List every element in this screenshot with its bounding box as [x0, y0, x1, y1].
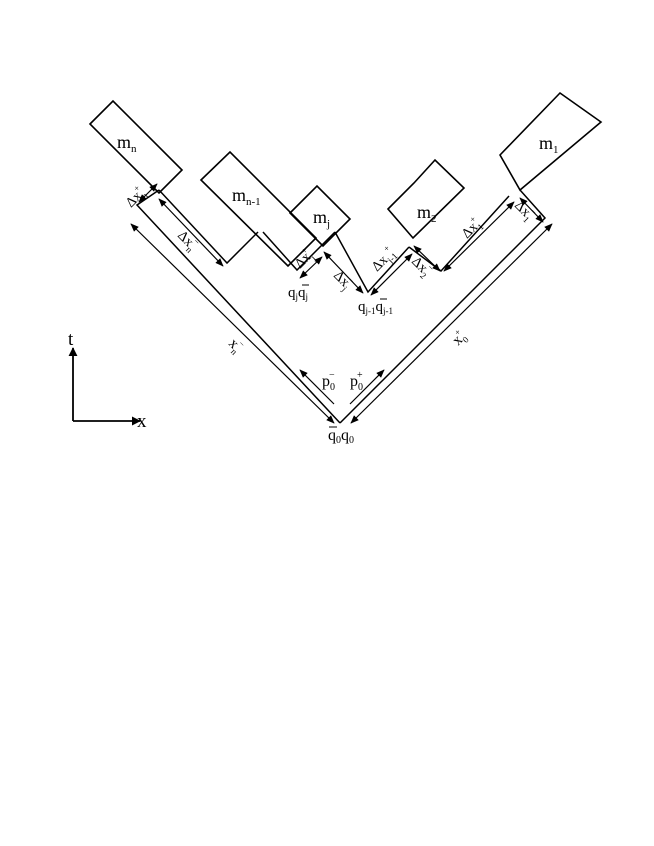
label-p0-plus: p0+ — [350, 370, 363, 393]
label-p0-minus: p0− — [322, 370, 335, 393]
label-x0-plus: x0+ — [447, 327, 471, 351]
x-axis-label: x — [137, 411, 147, 432]
vertex-labels: q0q0 qjqj qj-1qj-1 — [288, 284, 393, 446]
arrow-x0-plus — [350, 223, 553, 424]
arrow-dx1-minus — [519, 197, 544, 223]
interval-arrows — [130, 183, 553, 424]
arrow-dxj-plus — [299, 256, 323, 279]
trajectories — [135, 189, 547, 424]
momentum-labels: p0− p0+ — [322, 370, 363, 393]
arrow-dxn-minus — [158, 198, 224, 267]
left-trajectory — [135, 189, 341, 424]
label-qj1-vertex: qj-1qj-1 — [358, 299, 393, 316]
box-label-mn: mn — [117, 132, 137, 155]
box-label-m2: m2 — [417, 202, 437, 225]
box-mn — [88, 99, 184, 195]
box-labels: mn mn-1 mj m2 m1 — [117, 132, 559, 230]
arrow-p0-minus — [299, 369, 335, 405]
label-xn-minus: xn− — [224, 334, 248, 358]
boxes — [88, 91, 603, 268]
label-q0-vertex: q0q0 — [328, 427, 354, 446]
arrow-dxn-plus — [138, 183, 158, 203]
label-dx2-minus: Δx2− — [407, 251, 436, 280]
interval-labels: xn− x0+ Δxn+ Δxn− Δxj+ Δxj− Δxj-1+ Δx2− … — [120, 183, 539, 358]
box-label-m1: m1 — [539, 133, 559, 156]
box-m1 — [499, 91, 603, 192]
arrow-p0-plus — [349, 369, 385, 405]
label-dxn-plus: Δxn+ — [120, 183, 150, 213]
label-dx1-plus: Δx1+ — [456, 214, 485, 243]
label-qj-vertex: qjqj — [288, 285, 308, 302]
box-label-mj: mj — [313, 207, 330, 230]
label-dxj-plus: Δxj+ — [289, 245, 317, 273]
arrow-dxj-minus — [323, 251, 364, 294]
box-m2 — [386, 158, 466, 240]
label-dxj-minus: Δxj− — [329, 265, 357, 293]
arrow-dx2-minus — [413, 245, 441, 272]
t-axis-label: t — [68, 329, 74, 350]
box-label-mn1: mn-1 — [232, 185, 261, 208]
label-dx1-minus: Δx1− — [510, 195, 539, 224]
label-dxn-minus: Δxn− — [173, 225, 203, 255]
axes: t x — [68, 329, 147, 432]
arrow-dxj1-plus — [370, 253, 413, 296]
arrow-dx1-plus — [443, 201, 515, 272]
momentum-arrows — [299, 369, 385, 405]
